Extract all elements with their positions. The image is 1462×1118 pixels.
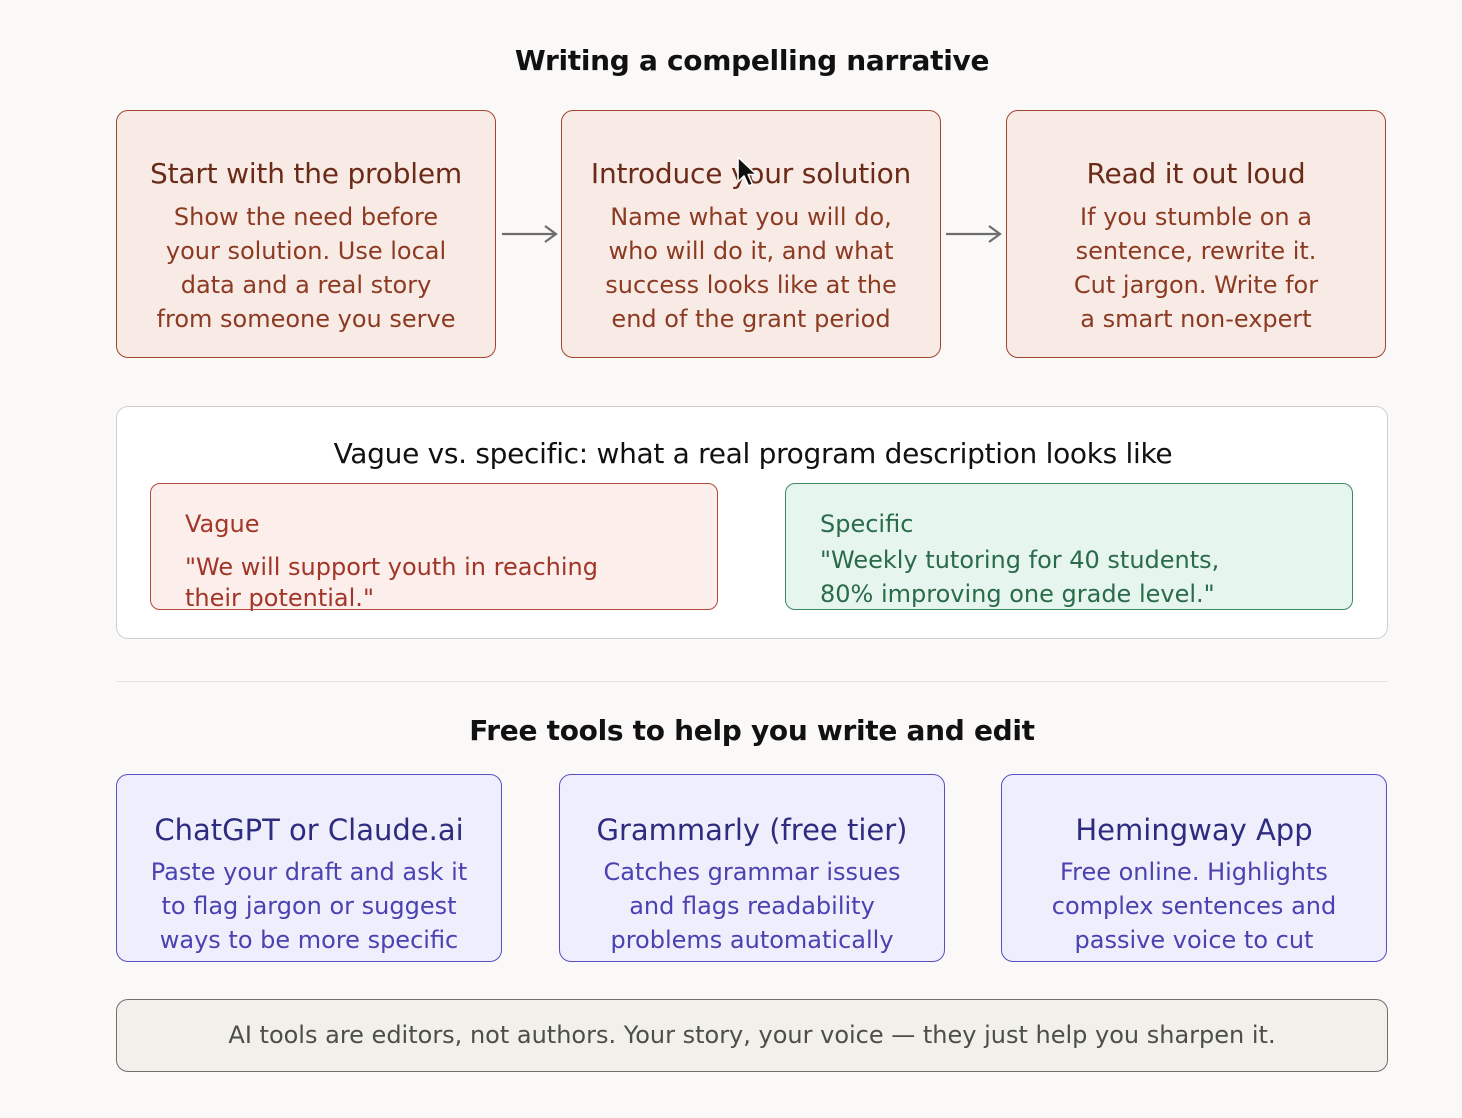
step-description: If you stumble on a sentence, rewrite it…	[1019, 200, 1373, 336]
tool-description-line: Paste your draft and ask it	[150, 858, 468, 886]
tool-description-line: and flags readability	[629, 892, 875, 920]
tool-card-hemingway: Hemingway App Free online. Highlights co…	[1001, 774, 1387, 962]
specific-quote: "Weekly tutoring for 40 students, 80% im…	[820, 543, 1219, 611]
narrative-heading: Writing a compelling narrative	[514, 44, 990, 77]
tools-heading: Free tools to help you write and edit	[469, 714, 1035, 747]
tool-description-line: passive voice to cut	[1074, 926, 1314, 954]
tool-description-line: ways to be more specific	[159, 926, 459, 954]
step-description-line: who will do it, and what	[608, 237, 894, 265]
step-card-solution: Introduce your solution Name what you wi…	[561, 110, 941, 358]
tool-description: Catches grammar issues and flags readabi…	[560, 855, 944, 957]
specific-label: Specific	[820, 510, 914, 538]
vague-label: Vague	[185, 510, 260, 538]
step-description-line: a smart non-expert	[1080, 305, 1312, 333]
step-description-line: Show the need before	[173, 203, 439, 231]
step-description-line: your solution. Use local	[165, 237, 447, 265]
tool-title: Grammarly (free tier)	[596, 813, 908, 847]
step-description-line: Cut jargon. Write for	[1073, 271, 1319, 299]
step-description-line: data and a real story	[180, 271, 432, 299]
step-description-line: from someone you serve	[156, 305, 456, 333]
comparison-panel: Vague vs. specific: what a real program …	[116, 406, 1388, 639]
step-description-line: success looks like at the	[605, 271, 897, 299]
specific-example-box: Specific "Weekly tutoring for 40 student…	[785, 483, 1353, 610]
vague-quote: "We will support youth in reaching their…	[185, 552, 598, 614]
specific-quote-line: "Weekly tutoring for 40 students,	[820, 546, 1220, 574]
step-title: Read it out loud	[1086, 157, 1306, 190]
tool-description-line: Catches grammar issues	[603, 858, 901, 886]
vague-quote-line: their potential."	[185, 584, 374, 612]
specific-quote-line: 80% improving one grade level."	[820, 580, 1215, 608]
step-card-read-aloud: Read it out loud If you stumble on a sen…	[1006, 110, 1386, 358]
tool-title: Hemingway App	[1075, 813, 1313, 847]
tool-title: ChatGPT or Claude.ai	[154, 813, 464, 847]
mouse-pointer-icon	[737, 156, 758, 187]
footer-note: AI tools are editors, not authors. Your …	[116, 999, 1388, 1072]
tool-description: Free online. Highlights complex sentence…	[1002, 855, 1386, 957]
right-arrow-icon	[946, 225, 1002, 243]
tool-description-line: problems automatically	[610, 926, 894, 954]
step-card-problem: Start with the problem Show the need bef…	[116, 110, 496, 358]
section-divider	[116, 681, 1388, 682]
step-title: Start with the problem	[150, 157, 462, 190]
tool-description-line: to flag jargon or suggest	[161, 892, 457, 920]
step-description-line: end of the grant period	[611, 305, 891, 333]
tool-card-grammarly: Grammarly (free tier) Catches grammar is…	[559, 774, 945, 962]
tool-description-line: Free online. Highlights	[1060, 858, 1328, 886]
step-description: Name what you will do, who will do it, a…	[574, 200, 928, 336]
vague-quote-line: "We will support youth in reaching	[185, 553, 598, 581]
step-description-line: Name what you will do,	[610, 203, 892, 231]
comparison-title: Vague vs. specific: what a real program …	[333, 437, 1173, 470]
right-arrow-icon	[502, 225, 558, 243]
vague-example-box: Vague "We will support youth in reaching…	[150, 483, 718, 612]
tool-description-line: complex sentences and	[1051, 892, 1337, 920]
tool-description: Paste your draft and ask it to flag jarg…	[117, 855, 501, 957]
tool-card-chatgpt-claude: ChatGPT or Claude.ai Paste your draft an…	[116, 774, 502, 962]
step-description-line: If you stumble on a	[1080, 203, 1312, 231]
step-description-line: sentence, rewrite it.	[1075, 237, 1317, 265]
step-description: Show the need before your solution. Use …	[129, 200, 483, 336]
